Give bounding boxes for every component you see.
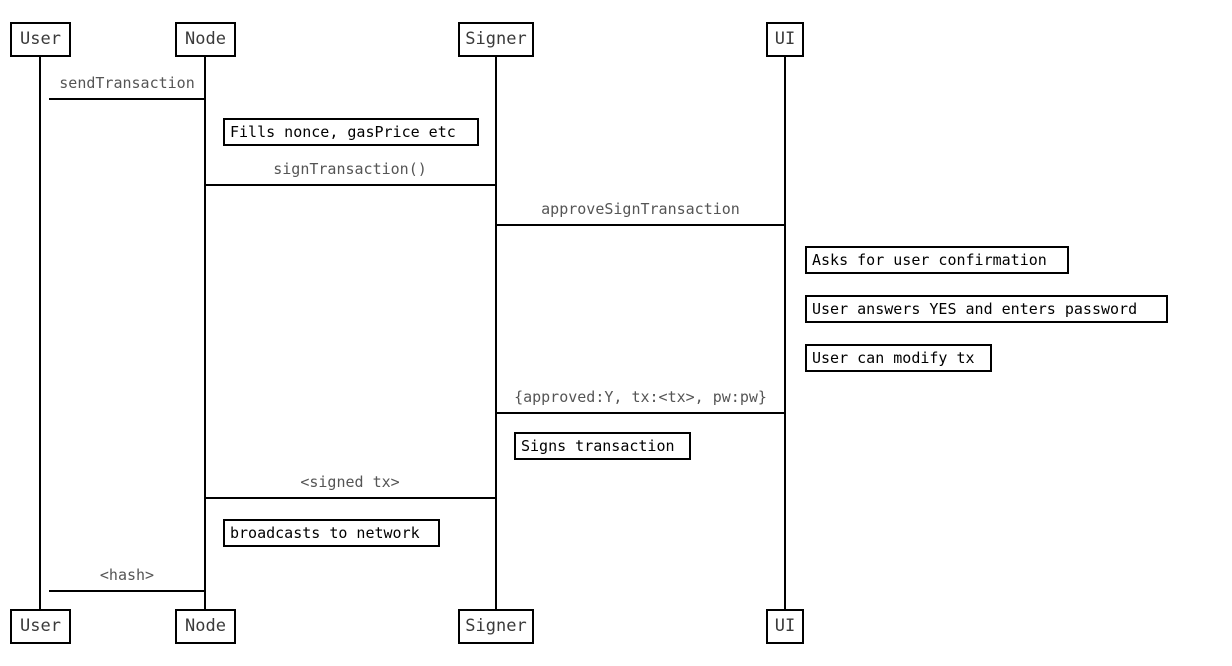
participant-signer-top[interactable]: Signer: [458, 22, 534, 57]
participant-ui-bottom[interactable]: UI: [766, 609, 804, 644]
note-n3: User answers YES and enters password: [805, 295, 1168, 323]
user-lifeline: [39, 57, 41, 609]
note-n1: Fills nonce, gasPrice etc: [223, 118, 479, 146]
message-label-m1: sendTransaction: [59, 74, 195, 92]
note-n2: Asks for user confirmation: [805, 246, 1069, 274]
message-line-m2: [204, 184, 496, 186]
message-line-m3: [495, 224, 786, 226]
participant-user-bottom[interactable]: User: [10, 609, 71, 644]
message-line-m6: [49, 590, 205, 592]
message-line-m5: [204, 497, 496, 499]
message-label-m4: {approved:Y, tx:<tx>, pw:pw}: [514, 388, 767, 406]
signer-lifeline: [495, 57, 497, 609]
note-n5: Signs transaction: [514, 432, 691, 460]
participant-signer-bottom[interactable]: Signer: [458, 609, 534, 644]
message-line-m1: [49, 98, 205, 100]
participant-node-top[interactable]: Node: [175, 22, 236, 57]
participant-node-bottom[interactable]: Node: [175, 609, 236, 644]
message-line-m4: [495, 412, 786, 414]
participant-user-top[interactable]: User: [10, 22, 71, 57]
message-label-m2: signTransaction(): [273, 160, 427, 178]
note-n4: User can modify tx: [805, 344, 992, 372]
participant-ui-top[interactable]: UI: [766, 22, 804, 57]
message-label-m5: <signed tx>: [300, 473, 400, 491]
message-label-m3: approveSignTransaction: [541, 200, 740, 218]
ui-lifeline: [784, 57, 786, 609]
message-label-m6: <hash>: [99, 566, 155, 584]
node-lifeline: [204, 57, 206, 609]
note-n6: broadcasts to network: [223, 519, 440, 547]
